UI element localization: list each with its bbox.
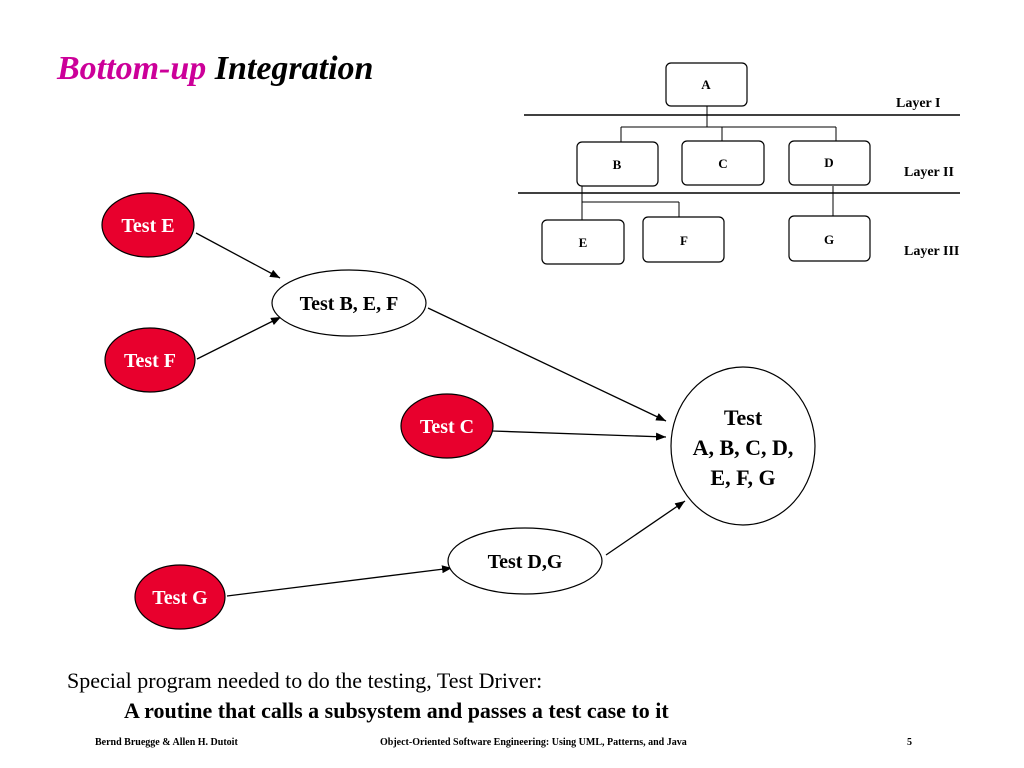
test-c-label: Test C bbox=[420, 416, 474, 438]
test-all-line-1: Test bbox=[724, 405, 763, 430]
module-b-box bbox=[576, 141, 659, 187]
arrow-test-f-to-bef bbox=[196, 316, 282, 360]
slide-title: Bottom-up Integration bbox=[57, 50, 373, 88]
arrow-test-e-to-bef bbox=[195, 232, 281, 279]
arrow-bef-to-all bbox=[427, 307, 667, 422]
test-dg-label: Test D,G bbox=[488, 551, 563, 573]
module-g-box bbox=[788, 215, 871, 262]
title-rest: Integration bbox=[214, 50, 374, 87]
test-f-node bbox=[104, 327, 196, 393]
footer-page-number: 5 bbox=[907, 737, 912, 748]
test-nodes: Test E Test F Test B, E, F Test C Test A… bbox=[101, 192, 816, 630]
arrow-test-c-to-all bbox=[491, 430, 667, 441]
test-dg-node bbox=[447, 527, 603, 595]
note-line-1: Special program needed to do the testing… bbox=[67, 668, 543, 693]
module-f-label: F bbox=[680, 233, 688, 248]
test-g-label: Test G bbox=[152, 587, 208, 609]
module-e-box bbox=[541, 219, 625, 265]
test-e-label: Test E bbox=[121, 215, 174, 237]
test-c-node bbox=[400, 393, 494, 459]
test-all-node bbox=[670, 366, 816, 526]
module-b-label: B bbox=[613, 157, 622, 172]
module-d-label: D bbox=[824, 155, 833, 170]
note-line-2: A routine that calls a subsystem and pas… bbox=[124, 698, 669, 723]
module-d-box bbox=[788, 140, 871, 186]
test-all-line-2: A, B, C, D, bbox=[693, 435, 794, 460]
footer-authors: Bernd Bruegge & Allen H. Dutoit bbox=[95, 737, 238, 748]
footer-book: Object-Oriented Software Engineering: Us… bbox=[380, 737, 687, 748]
arrow-dg-to-all bbox=[605, 500, 686, 556]
layer-2-label: Layer II bbox=[904, 165, 954, 180]
layer-3-label: Layer III bbox=[904, 244, 959, 259]
test-bef-node bbox=[271, 269, 427, 337]
module-c-box bbox=[681, 140, 765, 186]
hierarchy-connectors bbox=[581, 106, 837, 220]
test-all-line-3: E, F, G bbox=[710, 465, 775, 490]
title-accent: Bottom-up bbox=[57, 50, 207, 87]
test-f-label: Test F bbox=[124, 350, 176, 372]
arrow-test-g-to-dg bbox=[226, 565, 453, 597]
test-bef-label: Test B, E, F bbox=[300, 293, 399, 315]
module-a-box bbox=[665, 62, 748, 107]
test-e-node bbox=[101, 192, 195, 258]
module-c-label: C bbox=[718, 156, 727, 171]
test-g-node bbox=[134, 564, 226, 630]
module-a-label: A bbox=[701, 77, 711, 92]
module-e-label: E bbox=[579, 235, 588, 250]
test-arrows bbox=[195, 232, 686, 597]
layer-1-label: Layer I bbox=[896, 96, 940, 111]
layer-hierarchy: A B C D E F G Layer I Layer II Layer III bbox=[518, 62, 960, 265]
module-g-label: G bbox=[824, 232, 834, 247]
module-f-box bbox=[642, 216, 725, 263]
